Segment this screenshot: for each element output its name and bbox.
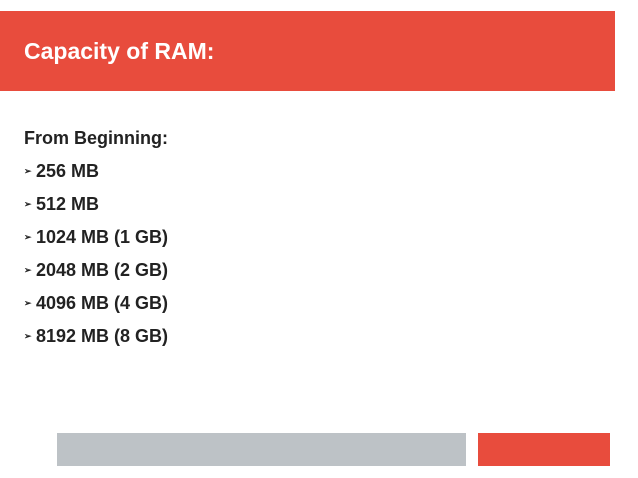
list-item-text: 1024 MB (1 GB) [36, 227, 169, 247]
arrowhead-bullet-icon: ➢ [24, 166, 32, 176]
list-item-text: 512 MB [36, 194, 100, 214]
arrowhead-bullet-icon: ➢ [24, 199, 32, 209]
bullet-list: ➢ 256 MB ➢ 512 MB ➢ 1024 MB (1 GB) ➢ 204… [24, 159, 168, 348]
content-heading: From Beginning: [24, 128, 168, 148]
list-item-text: 4096 MB (4 GB) [36, 293, 169, 313]
list-item-text: 8192 MB (8 GB) [36, 326, 169, 346]
arrowhead-bullet-icon: ➢ [24, 232, 32, 242]
slide-title: Capacity of RAM: [24, 38, 215, 64]
arrowhead-bullet-icon: ➢ [24, 331, 32, 341]
list-item: ➢ 8192 MB (8 GB) [24, 324, 168, 348]
list-item: ➢ 4096 MB (4 GB) [24, 291, 168, 315]
arrowhead-bullet-icon: ➢ [24, 298, 32, 308]
slide-content: From Beginning: ➢ 256 MB ➢ 512 MB ➢ 1024… [24, 126, 168, 357]
arrowhead-bullet-icon: ➢ [24, 265, 32, 275]
list-item: ➢ 1024 MB (1 GB) [24, 225, 168, 249]
list-item: ➢ 256 MB [24, 159, 168, 183]
footer-accent-bar [478, 433, 610, 466]
list-item-text: 2048 MB (2 GB) [36, 260, 169, 280]
title-bar [0, 11, 615, 91]
list-item: ➢ 512 MB [24, 192, 168, 216]
footer-gray-bar [57, 433, 466, 466]
list-item-text: 256 MB [36, 161, 100, 181]
list-item: ➢ 2048 MB (2 GB) [24, 258, 168, 282]
